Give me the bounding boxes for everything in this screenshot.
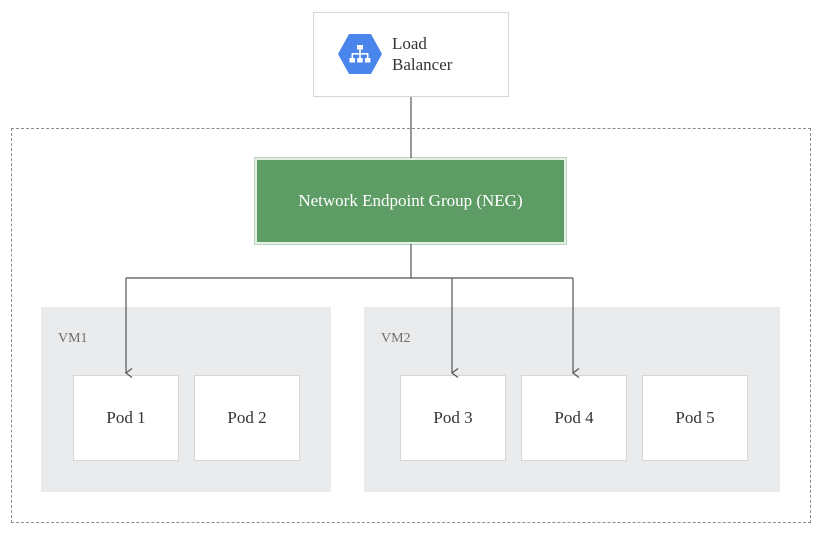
load-balancer-node: Load Balancer [313,12,509,97]
vm1-label: VM1 [58,331,88,346]
pod-1-label: Pod 1 [106,408,146,427]
neg-label: Network Endpoint Group (NEG) [298,191,523,210]
pod-1-node: Pod 1 [73,375,179,461]
pod-3-node: Pod 3 [400,375,506,461]
pod-5-node: Pod 5 [642,375,748,461]
pod-2-node: Pod 2 [194,375,300,461]
vm2-label: VM2 [381,331,411,346]
load-balancer-label-line1: Load [392,34,427,53]
pod-2-label: Pod 2 [227,408,267,427]
pod-4-node: Pod 4 [521,375,627,461]
pod-3-label: Pod 3 [433,408,473,427]
network-endpoint-group-node: Network Endpoint Group (NEG) [254,157,567,245]
pod-4-label: Pod 4 [554,408,594,427]
pod-5-label: Pod 5 [675,408,715,427]
load-balancer-label: Load Balancer [392,33,452,75]
load-balancer-icon [337,33,383,75]
load-balancer-label-line2: Balancer [392,55,453,74]
